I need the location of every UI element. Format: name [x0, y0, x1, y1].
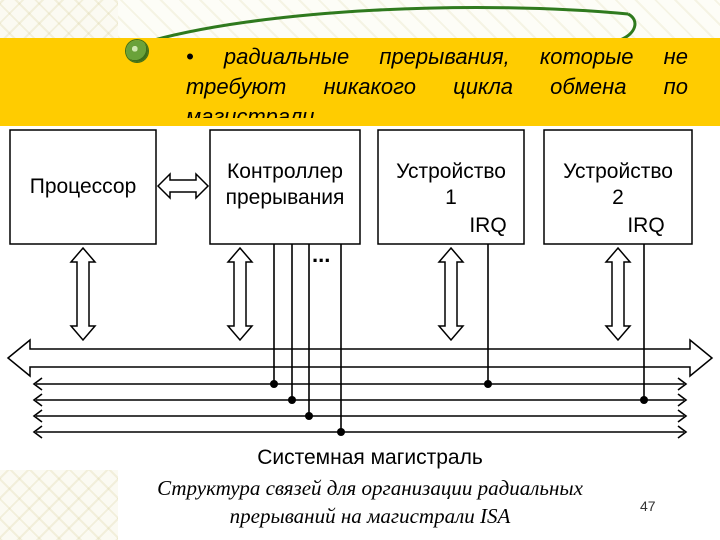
page-number: 47 [640, 498, 656, 514]
controller-bus-arrow [226, 246, 254, 342]
device1-label-line2: 1 [445, 186, 457, 209]
device2-bus-arrow [604, 246, 632, 342]
bullet-text: • радиальные прерывания, которые не треб… [186, 42, 688, 118]
processor-controller-arrow [156, 172, 210, 200]
device2-label-line1: Устройство [563, 160, 673, 183]
controller-label-line1: Контроллер [227, 160, 343, 183]
processor-block [9, 129, 157, 245]
system-bus-arrow [6, 338, 714, 378]
diagram-panel: .blk { fill:#fff; stroke:#000; stroke-wi… [0, 126, 720, 470]
title-band [0, 38, 720, 126]
wires-ellipsis: ... [312, 242, 330, 267]
device1-irq-label: IRQ [469, 214, 506, 237]
isa-interrupt-diagram: .blk { fill:#fff; stroke:#000; stroke-wi… [6, 129, 714, 469]
device2-irq-label: IRQ [627, 214, 664, 237]
figure-caption: Структура связей для организации радиаль… [120, 474, 620, 530]
irq-lines [32, 377, 688, 439]
controller-block [209, 129, 361, 245]
bullet-text-content: радиальные прерывания, которые не требую… [186, 44, 688, 118]
decorative-top-strip [118, 0, 720, 38]
device1-block [377, 129, 525, 245]
system-bus-label: Системная магистраль [257, 446, 483, 469]
device2-block [543, 129, 693, 245]
device-irq-wires [484, 244, 648, 404]
caption-line2: прерываний на магистрали ISA [229, 504, 511, 528]
device2-label-line2: 2 [612, 186, 624, 209]
processor-label: Процессор [30, 175, 137, 198]
caption-line1: Структура связей для организации радиаль… [157, 476, 583, 500]
controller-label-line2: прерывания [226, 186, 345, 209]
controller-irq-wires [270, 244, 345, 436]
processor-bus-arrow [69, 246, 97, 342]
device1-bus-arrow [437, 246, 465, 342]
bullet-icon [126, 40, 148, 62]
device1-label-line1: Устройство [396, 160, 506, 183]
